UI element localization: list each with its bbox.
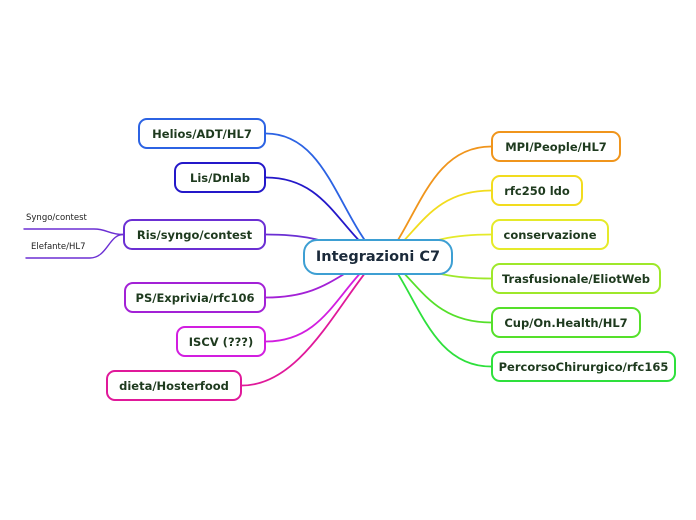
topic-ps-exprivia-rfc106[interactable]: PS/Exprivia/rfc106: [124, 282, 266, 313]
subtopic-elefante-hl7[interactable]: Elefante/HL7: [31, 242, 86, 252]
topic-label: ISCV (???): [188, 334, 254, 349]
topic-label: rfc250 ldo: [504, 183, 570, 198]
central-topic-label: Integrazioni C7: [315, 249, 441, 265]
topic-label: Helios/ADT/HL7: [152, 126, 252, 141]
topic-iscv[interactable]: ISCV (???): [176, 326, 266, 357]
topic-rfc250-ldo[interactable]: rfc250 ldo: [491, 175, 583, 206]
topic-label: Ris/syngo/contest: [136, 227, 253, 242]
topic-label: PS/Exprivia/rfc106: [135, 290, 255, 305]
topic-label: Lis/Dnlab: [190, 170, 250, 185]
connector-line: [23, 228, 124, 236]
topic-label: Trasfusionale/EliotWeb: [501, 271, 651, 286]
topic-mpi-people-hl7[interactable]: MPI/People/HL7: [491, 131, 621, 162]
topic-lis-dnlab[interactable]: Lis/Dnlab: [174, 162, 266, 193]
topic-trasfusionale-eliotweb[interactable]: Trasfusionale/EliotWeb: [491, 263, 661, 294]
topic-label: MPI/People/HL7: [505, 139, 607, 154]
topic-label: conservazione: [503, 227, 597, 242]
topic-dieta-hosterfood[interactable]: dieta/Hosterfood: [106, 370, 242, 401]
connector-line: [25, 233, 124, 259]
topic-label: Cup/On.Health/HL7: [504, 315, 628, 330]
topic-helios-adt-hl7[interactable]: Helios/ADT/HL7: [138, 118, 266, 149]
connector-line: [241, 256, 379, 387]
topic-cup-onhealth-hl7[interactable]: Cup/On.Health/HL7: [491, 307, 641, 338]
topic-ris-syngo-contest[interactable]: Ris/syngo/contest: [123, 219, 266, 250]
topic-label: dieta/Hosterfood: [119, 378, 229, 393]
topic-label: PercorsoChirurgico/rfc165: [498, 359, 669, 374]
subtopic-syngo-contest[interactable]: Syngo/contest: [26, 213, 87, 223]
topic-percorsochirurgico-rfc165[interactable]: PercorsoChirurgico/rfc165: [491, 351, 676, 382]
central-topic[interactable]: Integrazioni C7: [303, 239, 453, 275]
topic-conservazione[interactable]: conservazione: [491, 219, 609, 250]
